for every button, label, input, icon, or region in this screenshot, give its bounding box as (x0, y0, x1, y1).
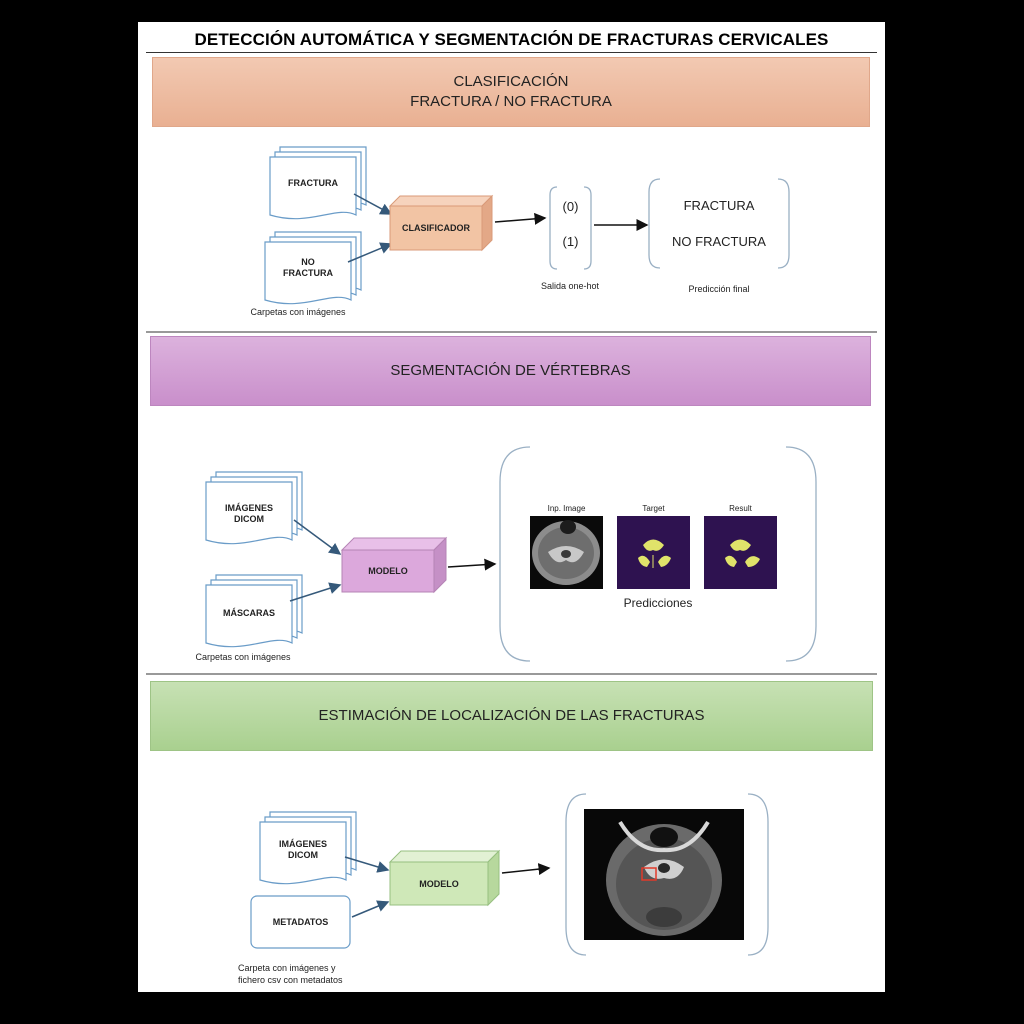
onehot-bracket-left (549, 186, 558, 270)
metadatos-label: METADATOS (272, 917, 329, 927)
modelo-label-segmentation: MODELO (368, 566, 408, 576)
section3-caption: Carpeta con imágenes y fichero csv con m… (238, 962, 378, 986)
onehot-caption: Salida one-hot (540, 281, 600, 291)
segmentation-banner-text: SEGMENTACIÓN DE VÉRTEBRAS (390, 362, 631, 379)
doc-no-fractura-label: NO FRACTURA (265, 257, 351, 279)
localization-banner-text: ESTIMACIÓN DE LOCALIZACIÓN DE LAS FRACTU… (318, 707, 705, 724)
section1-folders-caption: Carpetas con imágenes (250, 307, 346, 317)
arrow-metadatos-to-modelo-3 (351, 900, 390, 918)
title-rule (146, 52, 877, 53)
classification-banner: CLASIFICACIÓN FRACTURA / NO FRACTURA (152, 57, 870, 127)
prediction-bracket-right (777, 178, 790, 269)
modelo-box-localization (388, 849, 501, 907)
prediction-no-fractura: NO FRACTURA (672, 234, 766, 249)
doc-dicom-label: IMÁGENES DICOM (206, 503, 292, 525)
input-image-label: Inp. Image (547, 504, 586, 513)
doc-dicom-3-line2: DICOM (288, 850, 318, 860)
section3-caption-line2: fichero csv con metadatos (238, 975, 343, 985)
doc-no-fractura-line1: NO (301, 257, 315, 267)
onehot-value-0: (0) (562, 199, 579, 214)
arrow-modelo-to-predicciones (447, 558, 497, 571)
predicciones-caption: Predicciones (623, 596, 693, 610)
doc-mascaras-label: MÁSCARAS (222, 608, 275, 618)
result-image-label: Result (729, 504, 752, 513)
doc-fractura-label: FRACTURA (288, 178, 338, 188)
onehot-value-1: (1) (562, 234, 579, 249)
doc-dicom-line1: IMÁGENES (224, 503, 273, 513)
doc-no-fractura-line2: FRACTURA (283, 268, 333, 278)
arrow-dicom-to-modelo (293, 519, 342, 555)
predicciones-bracket-left (499, 446, 531, 662)
predicciones-bracket-right (785, 446, 817, 662)
arrow-nofractura-to-clasificador (347, 242, 393, 263)
arrow-clasificador-to-onehot (494, 212, 547, 225)
classification-banner-line1: CLASIFICACIÓN (453, 73, 569, 90)
arrow-mascaras-to-modelo (289, 582, 342, 602)
segmentation-banner: SEGMENTACIÓN DE VÉRTEBRAS (150, 336, 871, 406)
doc-dicom-3-line1: IMÁGENES (278, 839, 327, 849)
arrow-fractura-to-clasificador (353, 193, 393, 215)
diagram-graphics (146, 146, 877, 956)
target-mask-image (617, 516, 690, 589)
fracture-marker-box (641, 867, 657, 881)
doc-dicom-label-3: IMÁGENES DICOM (260, 839, 346, 861)
arrow-dicom-to-modelo-3 (344, 856, 390, 873)
clasificador-box (388, 194, 494, 252)
prediction-fractura: FRACTURA (683, 198, 755, 213)
input-ct-image (530, 516, 603, 589)
modelo-box-segmentation (340, 536, 448, 594)
result-mask-image (704, 516, 777, 589)
modelo-label-localization: MODELO (419, 879, 459, 889)
clasificador-label: CLASIFICADOR (402, 223, 470, 233)
prediction-caption: Predicción final (688, 284, 750, 294)
onehot-bracket-right (583, 186, 592, 270)
classification-banner-line2: FRACTURA / NO FRACTURA (410, 93, 612, 110)
figure-page: DETECCIÓN AUTOMÁTICA Y SEGMENTACIÓN DE F… (138, 22, 885, 992)
figure-title: DETECCIÓN AUTOMÁTICA Y SEGMENTACIÓN DE F… (194, 30, 829, 49)
ct-fracture-localization-image (584, 809, 744, 940)
metadatos-box (250, 895, 351, 949)
target-image-label: Target (642, 504, 665, 513)
localization-banner: ESTIMACIÓN DE LOCALIZACIÓN DE LAS FRACTU… (150, 681, 873, 751)
arrow-modelo-to-ct-output (501, 863, 551, 876)
output-bracket-right (747, 793, 769, 956)
prediction-bracket-left (648, 178, 661, 269)
section2-folders-caption: Carpetas con imágenes (195, 652, 291, 662)
section3-caption-line1: Carpeta con imágenes y (238, 963, 336, 973)
doc-dicom-line2: DICOM (234, 514, 264, 524)
output-bracket-left (565, 793, 587, 956)
